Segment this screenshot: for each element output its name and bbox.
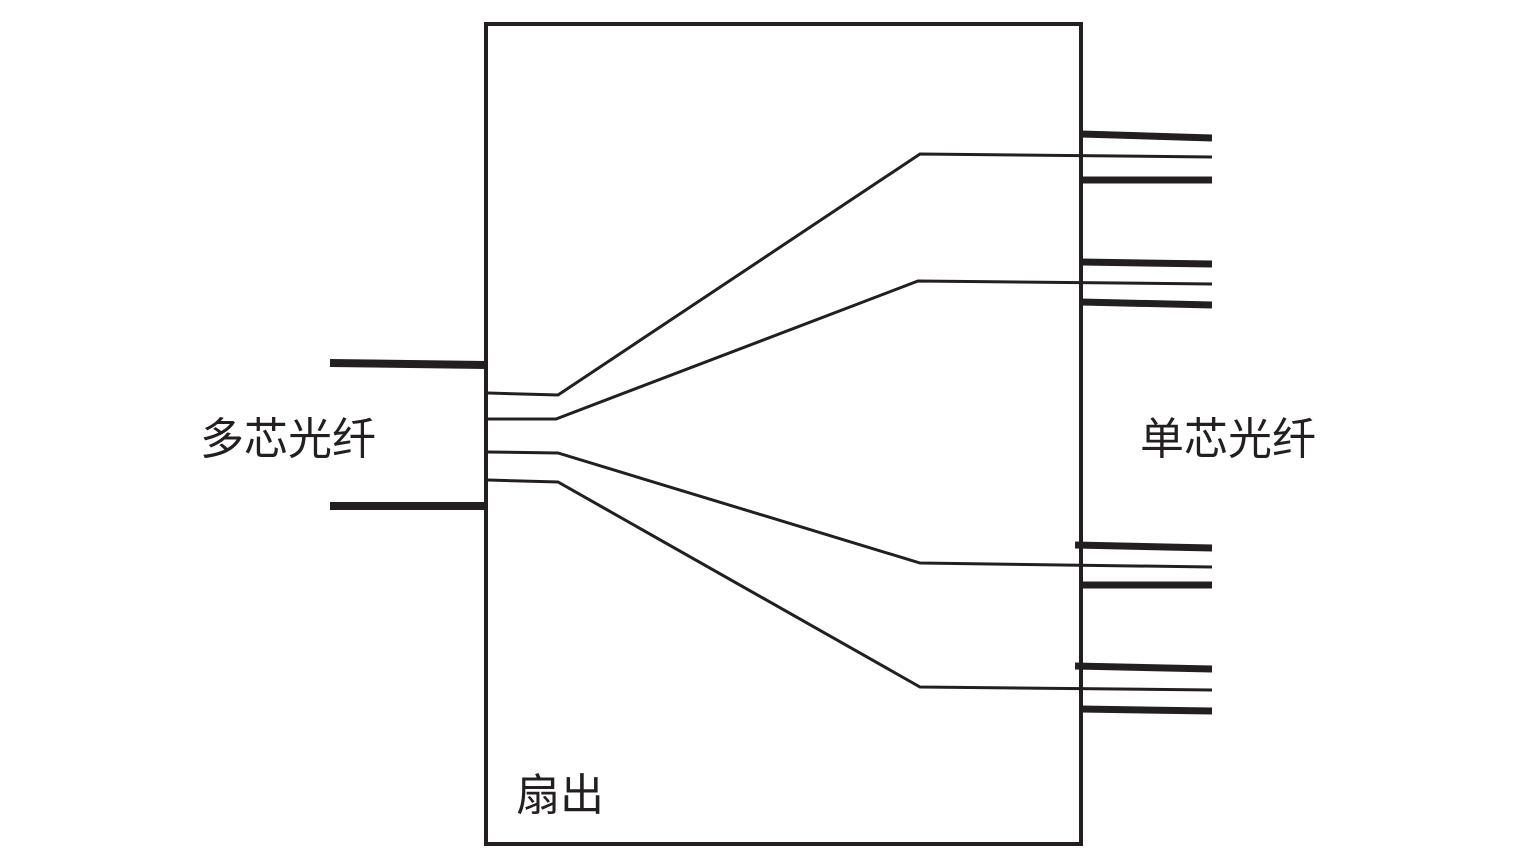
- fan-out-box: [484, 22, 1083, 846]
- singlecore-fiber-2: [1080, 258, 1213, 309]
- multicore-fiber-cladding: [329, 359, 487, 510]
- fiber-cores: [487, 152, 1213, 692]
- singlecore-fiber-1: [1080, 130, 1213, 184]
- singlecore-fiber-4: [1074, 662, 1213, 715]
- fiber-core-4: [487, 478, 1213, 692]
- fan-out-label: 扇出: [516, 770, 604, 821]
- fiber-core-1: [487, 152, 1213, 397]
- multicore-fiber-label: 多芯光纤: [200, 414, 376, 465]
- fiber-core-3: [487, 450, 1213, 569]
- singlecore-fiber-3: [1074, 541, 1213, 589]
- fiber-core-2: [488, 279, 1213, 421]
- singlecore-fiber-label: 单芯光纤: [1140, 414, 1316, 465]
